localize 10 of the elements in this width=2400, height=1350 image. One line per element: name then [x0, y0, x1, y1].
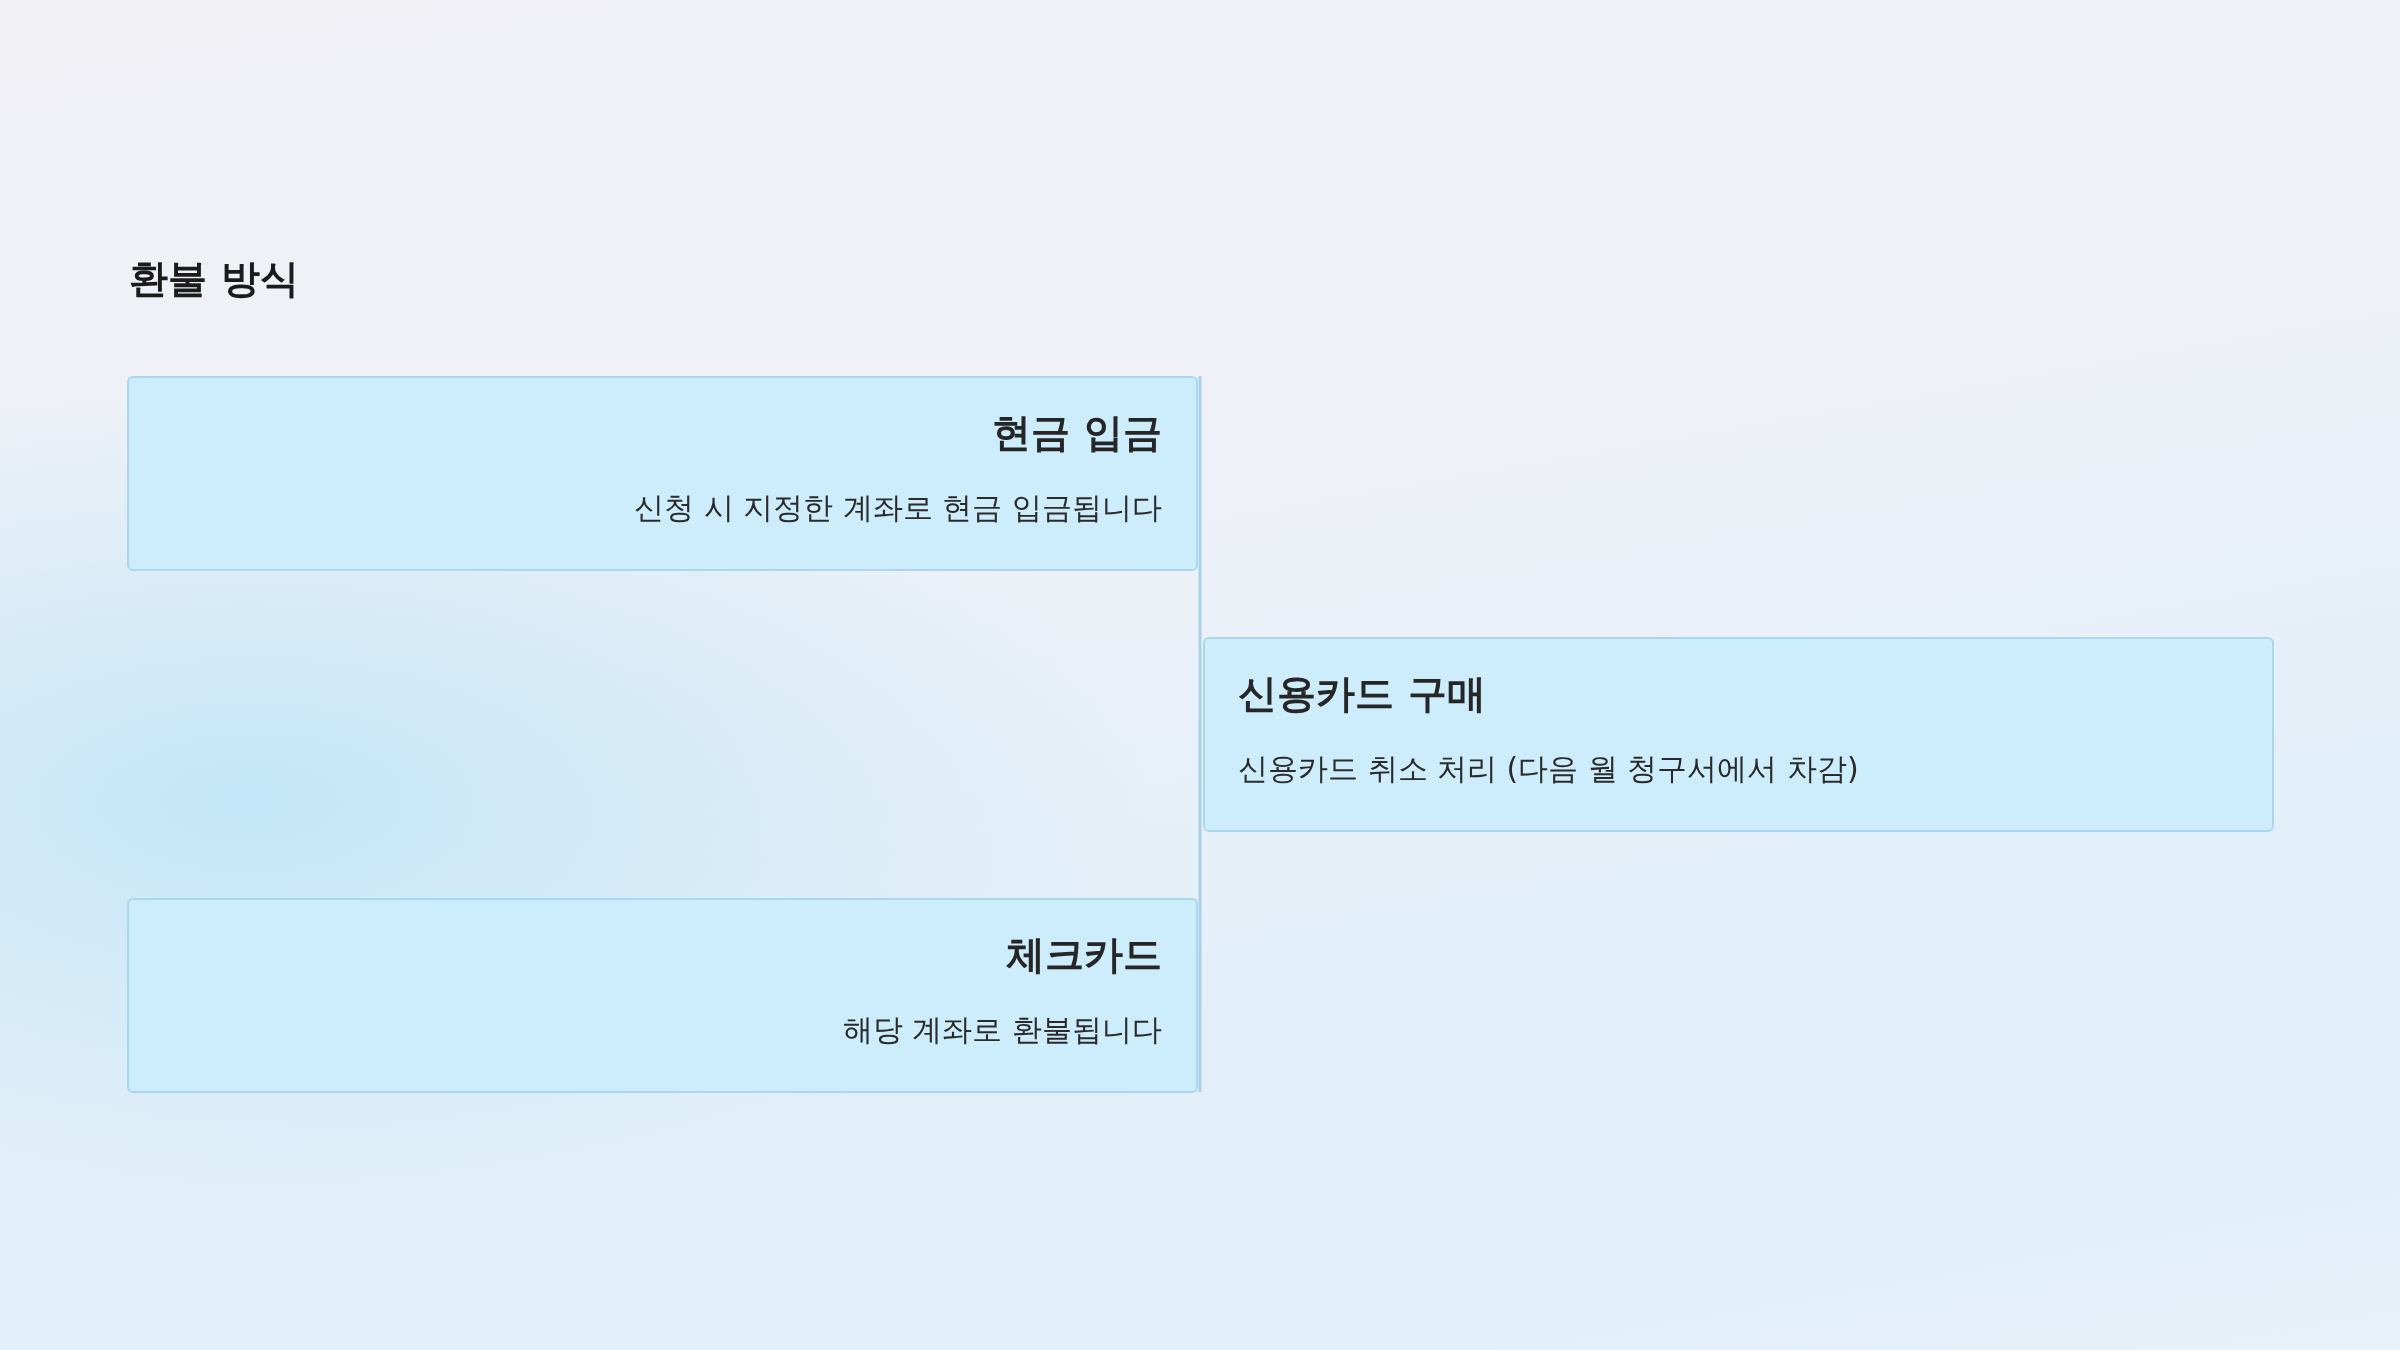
card-heading: 신용카드 구매	[1238, 670, 1486, 718]
timeline-card	[127, 898, 1198, 1093]
card-heading: 체크카드	[1006, 931, 1162, 979]
timeline-card	[127, 376, 1198, 571]
timeline-card	[1203, 637, 2274, 832]
card-description: 신청 시 지정한 계좌로 현금 입금됩니다	[634, 489, 1162, 527]
card-description: 신용카드 취소 처리 (다음 월 청구서에서 차감)	[1238, 750, 1859, 788]
title: 환불 방식	[129, 255, 299, 303]
card-description: 해당 계좌로 환불됩니다	[842, 1011, 1162, 1049]
card-heading: 현금 입금	[992, 409, 1162, 457]
